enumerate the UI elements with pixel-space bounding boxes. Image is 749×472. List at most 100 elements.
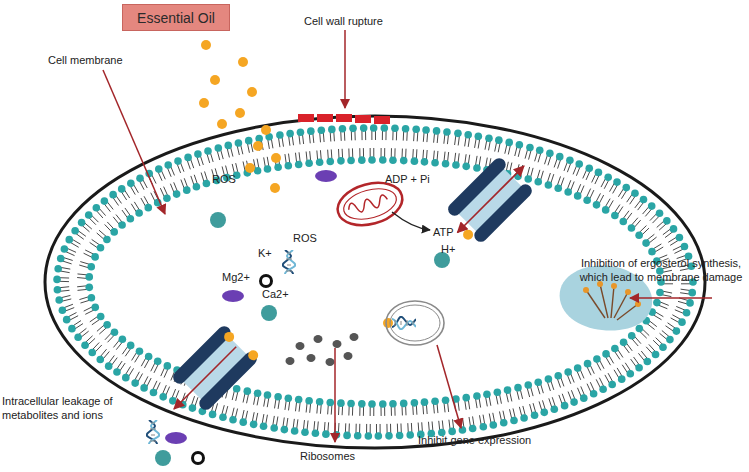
lipid-head (480, 423, 488, 431)
phospholipid (77, 273, 93, 281)
phospholipid (85, 211, 99, 225)
lipid-head (193, 183, 201, 191)
oil-droplet (261, 125, 271, 135)
phospholipid (431, 151, 439, 167)
phospholipid (379, 148, 387, 164)
phospholipid (549, 397, 558, 413)
molecule-label: ATP (433, 225, 454, 239)
lipid-head (276, 131, 284, 139)
phospholipid (462, 154, 470, 170)
lipid-head (494, 388, 502, 396)
plasmid (386, 301, 444, 345)
lipid-head (316, 398, 324, 406)
oil-droplet (383, 318, 393, 328)
phospholipid (611, 345, 623, 360)
phospholipid (151, 358, 162, 373)
lipid-head (619, 218, 627, 226)
phospholipid (524, 167, 533, 183)
oil-droplet (245, 163, 255, 173)
lipid-head (396, 432, 404, 440)
phospholipid (71, 227, 86, 239)
phospholipid (127, 180, 138, 195)
phospholipid (113, 361, 125, 376)
lipid-head (97, 244, 105, 252)
phospholipid (204, 147, 213, 163)
lipid-head (663, 217, 671, 225)
phospholipid (105, 329, 118, 343)
lipid-head (375, 432, 383, 440)
lipid-head (219, 413, 227, 421)
phospholipid (79, 294, 95, 303)
phospholipid (620, 339, 632, 353)
lipid-head (85, 273, 93, 281)
phospholipid (74, 328, 88, 341)
lipid-head (510, 417, 518, 425)
phospholipid (245, 137, 253, 153)
phospholipid (54, 265, 70, 273)
phospholipid (264, 157, 272, 173)
phospholipid (421, 150, 429, 166)
lipid-head (235, 139, 243, 147)
lipid-head (379, 156, 387, 164)
phospholipid (554, 372, 564, 388)
lipid-head (150, 389, 158, 397)
protein (165, 170, 337, 444)
phospholipid (215, 144, 224, 160)
lipid-head (514, 384, 522, 392)
phospholipid (97, 230, 111, 243)
phospholipid (132, 347, 144, 362)
ribosome (326, 358, 335, 366)
rupture-mark (336, 114, 352, 122)
lipid-head (127, 215, 135, 223)
phospholipid (628, 332, 641, 346)
rupture-mark (317, 114, 333, 122)
lipid-head (61, 245, 69, 253)
phospholipid (483, 390, 491, 406)
phospholipid (101, 197, 114, 211)
leader-arrow (334, 348, 336, 442)
ergosterol-region (635, 301, 641, 307)
ion-label: H+ (441, 242, 455, 256)
phospholipid (448, 419, 456, 435)
ergosterol-region (611, 286, 614, 318)
lipid-head (113, 368, 121, 376)
lipid-head (65, 236, 73, 244)
phospholipid (660, 331, 674, 344)
lipid-head (118, 221, 126, 229)
ribosome (286, 333, 359, 366)
phospholipid (504, 386, 512, 402)
phospholipid (605, 373, 616, 388)
lipid-head (635, 364, 643, 372)
lipid-head (144, 204, 152, 212)
phospholipid (159, 385, 169, 401)
lipid-head (473, 392, 481, 400)
phospholipid (113, 215, 126, 229)
lipid-head (184, 154, 192, 162)
phospholipid (545, 173, 554, 189)
phospholipid (232, 385, 240, 401)
phospholipid (510, 408, 518, 424)
callout-label: Ribosomes (300, 449, 355, 463)
lipid-head (339, 125, 347, 133)
lipid-head (347, 157, 355, 165)
phospholipid (90, 313, 105, 325)
phospholipid (650, 209, 663, 223)
ribosome (333, 340, 342, 348)
phospholipid (301, 420, 309, 436)
leader-arrow (344, 30, 346, 108)
lipid-head (412, 125, 420, 133)
phospholipid (396, 423, 404, 439)
lipid-head (154, 358, 162, 366)
lipid-head (580, 394, 588, 402)
leader-arrow (103, 30, 712, 442)
lipid-head (87, 263, 95, 271)
phospholipid (291, 419, 299, 435)
lipid-head (224, 142, 232, 150)
phospholipid (631, 357, 643, 372)
phospholipid (96, 349, 109, 363)
phospholipid (375, 424, 383, 440)
phospholipid (627, 190, 639, 205)
phospholipid (628, 218, 641, 232)
phospholipid (285, 394, 293, 410)
